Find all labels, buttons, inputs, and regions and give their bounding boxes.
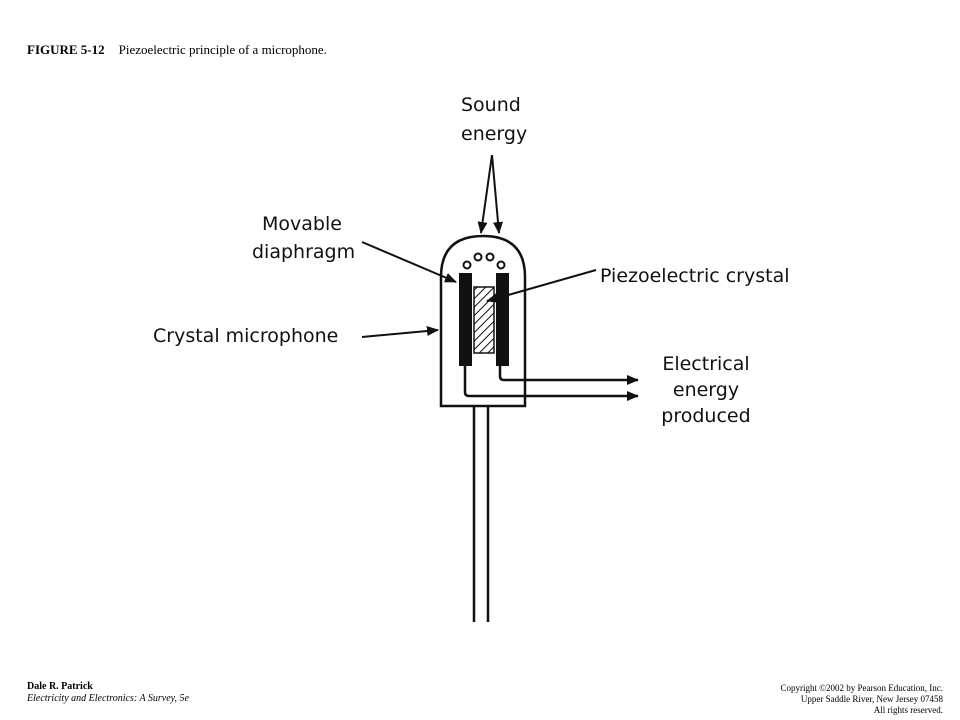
figure-number: FIGURE 5-12 (27, 42, 105, 57)
crystal-arrow (486, 269, 597, 303)
copyright-line-1: Copyright ©2002 by Pearson Education, In… (780, 683, 943, 693)
copyright-line-2: Upper Saddle River, New Jersey 07458 (800, 694, 943, 704)
label-sound-energy-2: energy (461, 123, 527, 145)
wire-upper (498, 366, 639, 385)
copyright-line-3: All rights reserved. (873, 705, 943, 715)
label-diaphragm-1: Movable (262, 213, 342, 235)
piezoelectric-crystal (473, 286, 495, 354)
microphone-arrow (361, 326, 439, 338)
sound-arrow-left (477, 154, 493, 234)
label-diaphragm-2: diaphragm (252, 241, 355, 263)
diaphragm-plate-left (459, 273, 472, 366)
microphone-housing (439, 234, 527, 408)
label-electrical-2: energy (673, 379, 739, 401)
footer-left: Dale R. Patrick Electricity and Electron… (27, 681, 189, 705)
label-crystal-microphone: Crystal microphone (153, 325, 338, 347)
label-electrical-1: Electrical (662, 353, 749, 375)
figure-caption: Piezoelectric principle of a microphone. (118, 42, 327, 57)
diaphragm-arrow (361, 241, 457, 283)
label-sound-energy-1: Sound (461, 94, 521, 116)
label-electrical-3: produced (661, 405, 750, 427)
wire-lower (463, 366, 639, 401)
figure-title: FIGURE 5-12 Piezoelectric principle of a … (27, 42, 327, 58)
diaphragm-plate-right (496, 273, 509, 366)
label-piezoelectric-crystal: Piezoelectric crystal (600, 265, 790, 287)
sound-holes (462, 252, 506, 270)
footer-book: Electricity and Electronics: A Survey, 5… (27, 693, 189, 704)
footer-author: Dale R. Patrick (27, 681, 93, 692)
footer-copyright: Copyright ©2002 by Pearson Education, In… (780, 683, 943, 716)
sound-arrow-right (491, 154, 503, 234)
